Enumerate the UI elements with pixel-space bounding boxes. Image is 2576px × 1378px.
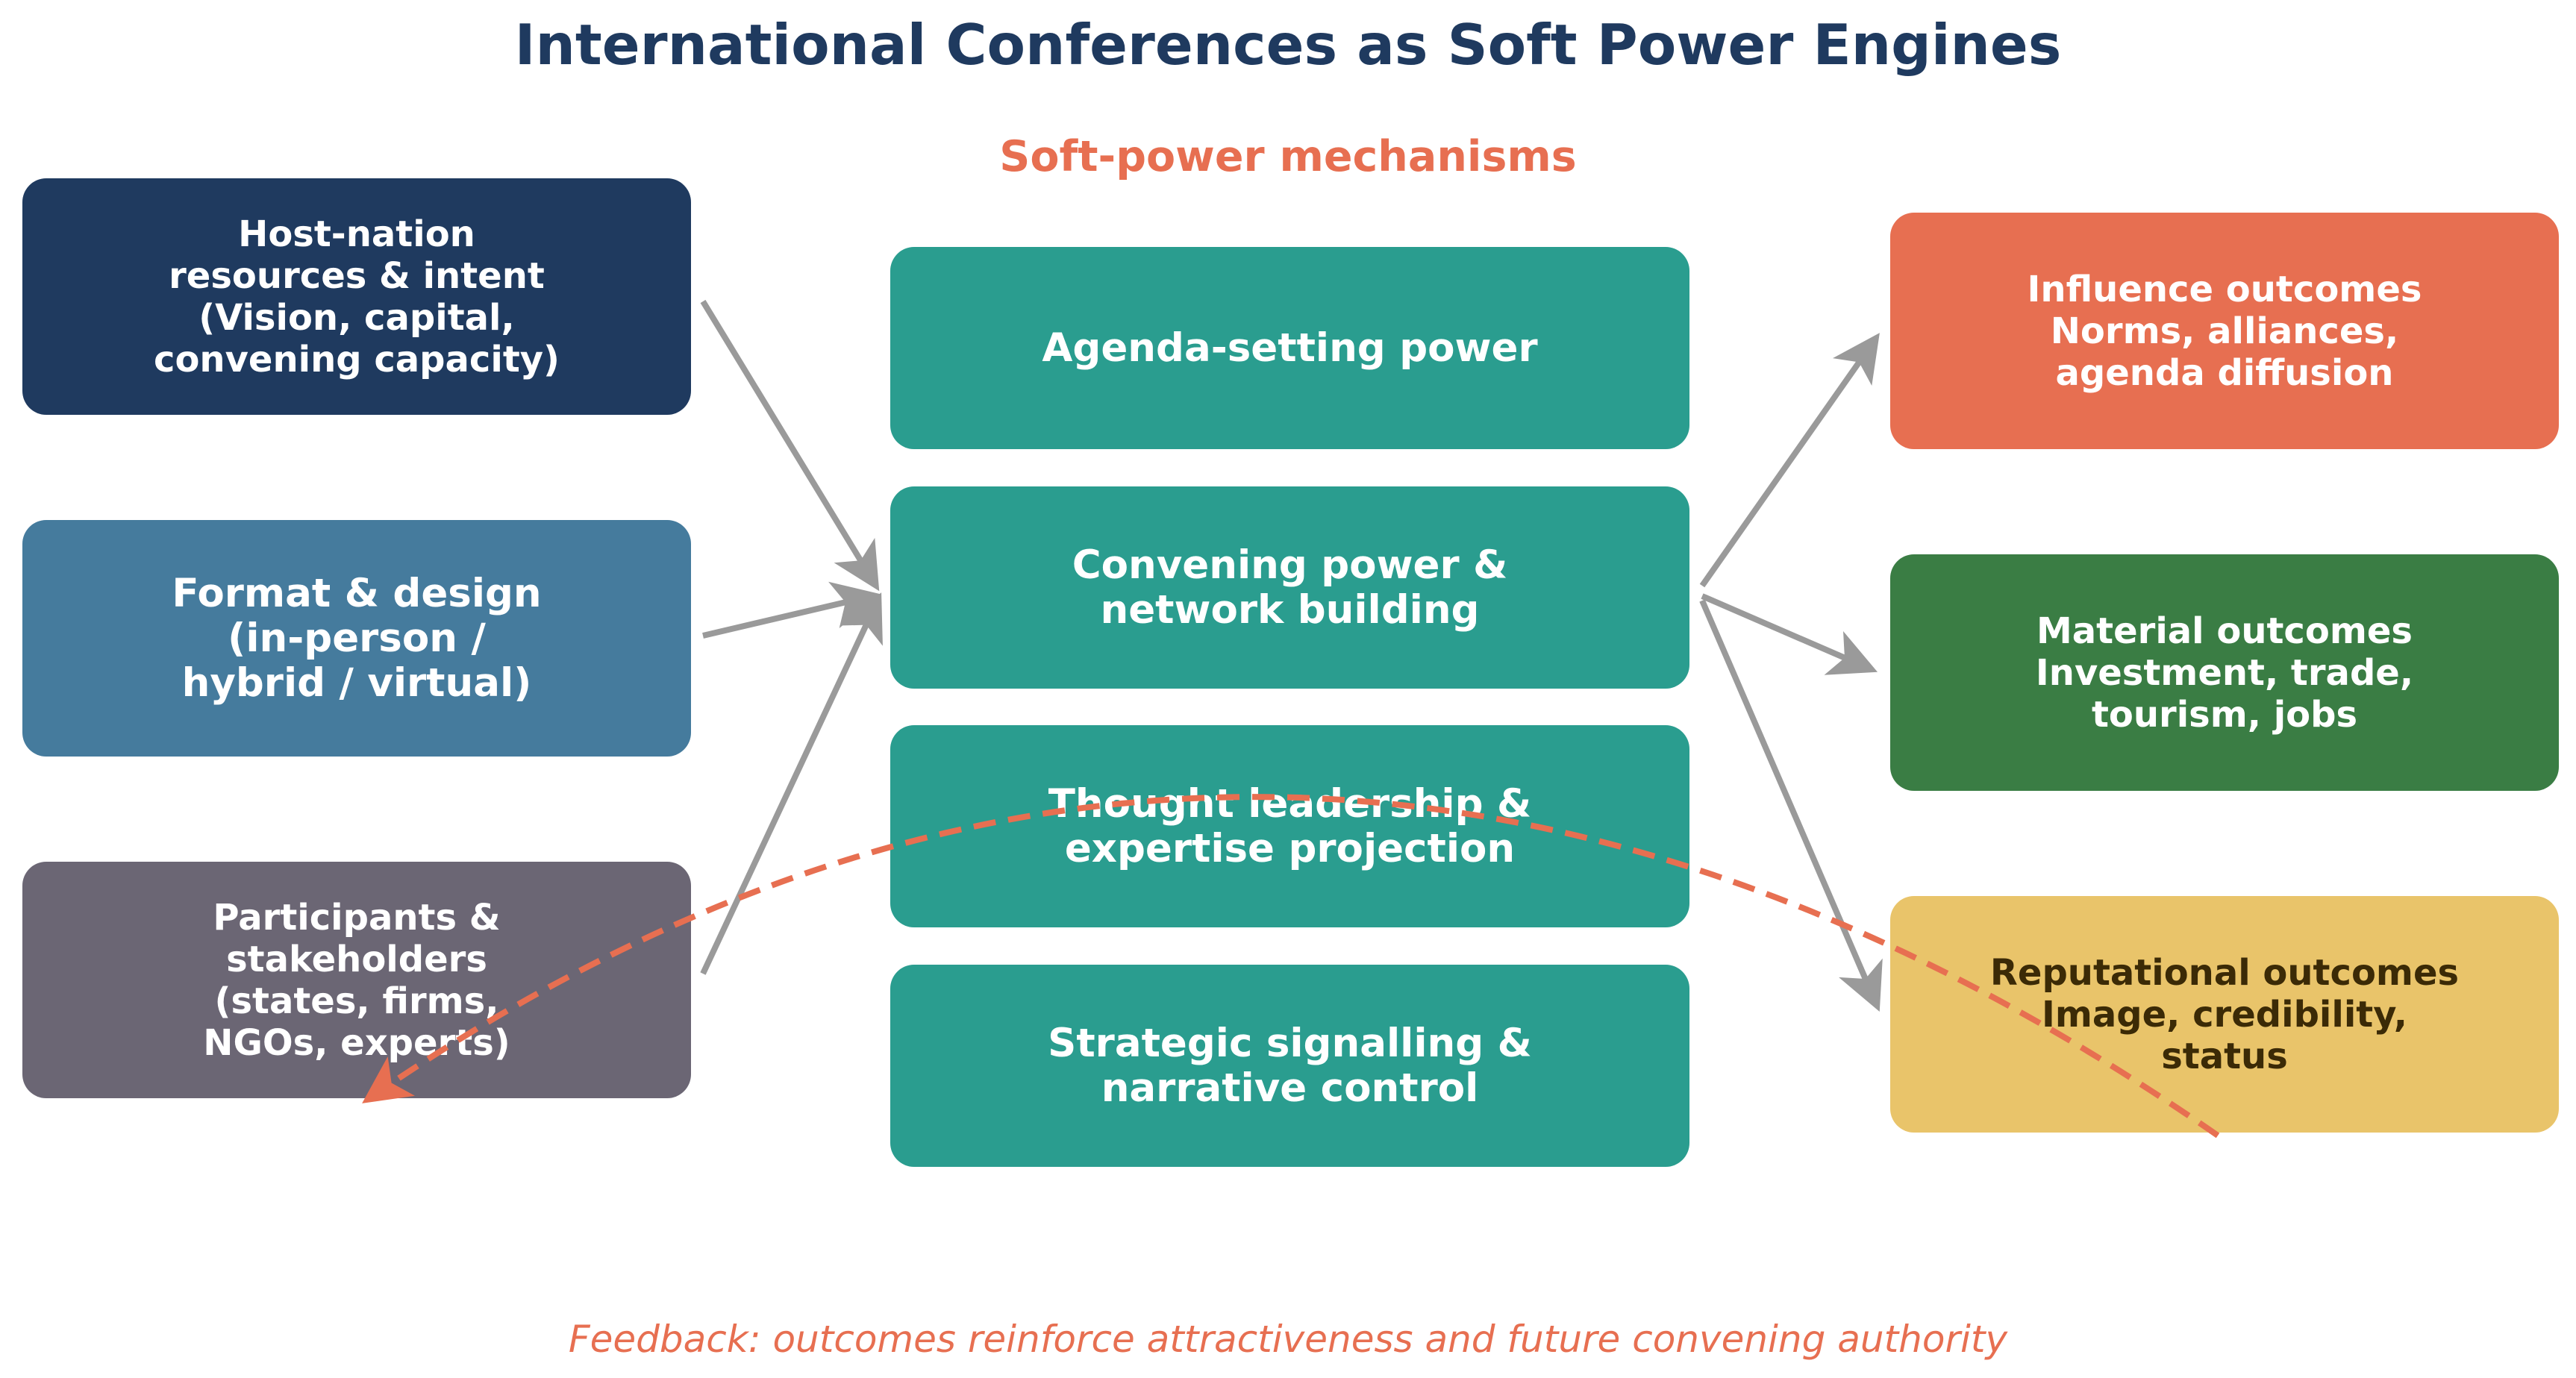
box-line: resources & intent: [169, 254, 545, 297]
box-line: NGOs, experts): [203, 1021, 510, 1064]
arrow-format-to-mechanisms: [702, 581, 881, 639]
arrow-participants-to-mechanisms: [700, 592, 883, 975]
box-line: Image, credibility,: [2041, 993, 2408, 1036]
agenda-setting-box: Agenda-setting power: [890, 247, 1689, 449]
box-line: expertise projection: [1064, 825, 1516, 871]
convening-power-box: Convening power & network building: [890, 486, 1689, 689]
arrow-mechanisms-to-material: [1701, 593, 1878, 675]
box-line: Norms, alliances,: [2050, 310, 2399, 352]
mechanisms-heading: Soft-power mechanisms: [999, 132, 1577, 181]
box-line: hybrid / virtual): [181, 660, 532, 706]
box-line: convening capacity): [154, 338, 560, 380]
box-line: network building: [1100, 586, 1480, 633]
box-line: Material outcomes: [2036, 610, 2413, 652]
box-line: Agenda-setting power: [1042, 325, 1538, 371]
box-line: Host-nation: [238, 213, 475, 255]
influence-outcomes-box: Influence outcomes Norms, alliances, age…: [1890, 213, 2559, 449]
box-line: (in-person /: [228, 615, 486, 661]
box-line: Format & design: [172, 570, 542, 616]
arrow-mechanisms-to-reputational: [1699, 599, 1883, 1012]
participants-box: Participants & stakeholders (states, fir…: [22, 862, 691, 1098]
thought-leadership-box: Thought leadership & expertise projectio…: [890, 725, 1689, 927]
box-line: (states, firms,: [214, 980, 499, 1022]
host-nation-box: Host-nation resources & intent (Vision, …: [22, 178, 691, 415]
format-design-box: Format & design (in-person / hybrid / vi…: [22, 520, 691, 757]
box-line: status: [2161, 1035, 2288, 1077]
box-line: narrative control: [1101, 1065, 1479, 1111]
box-line: Influence outcomes: [2027, 268, 2422, 310]
arrow-mechanisms-to-influence: [1699, 333, 1880, 588]
strategic-signalling-box: Strategic signalling & narrative control: [890, 965, 1689, 1167]
page-title: International Conferences as Soft Power …: [514, 12, 2062, 78]
box-line: tourism, jobs: [2091, 693, 2358, 736]
material-outcomes-box: Material outcomes Investment, trade, tou…: [1890, 554, 2559, 791]
arrow-host-to-mechanisms: [700, 299, 880, 592]
box-line: Convening power &: [1072, 542, 1508, 588]
box-line: Investment, trade,: [2035, 651, 2414, 694]
box-line: Reputational outcomes: [1989, 951, 2460, 994]
box-line: stakeholders: [226, 938, 487, 980]
box-line: (Vision, capital,: [198, 296, 515, 339]
reputational-outcomes-box: Reputational outcomes Image, credibility…: [1890, 896, 2559, 1133]
feedback-caption: Feedback: outcomes reinforce attractiven…: [568, 1318, 2008, 1361]
box-line: agenda diffusion: [2055, 351, 2394, 394]
box-line: Strategic signalling &: [1048, 1020, 1532, 1066]
box-line: Thought leadership &: [1048, 780, 1532, 827]
box-line: Participants &: [213, 896, 501, 939]
